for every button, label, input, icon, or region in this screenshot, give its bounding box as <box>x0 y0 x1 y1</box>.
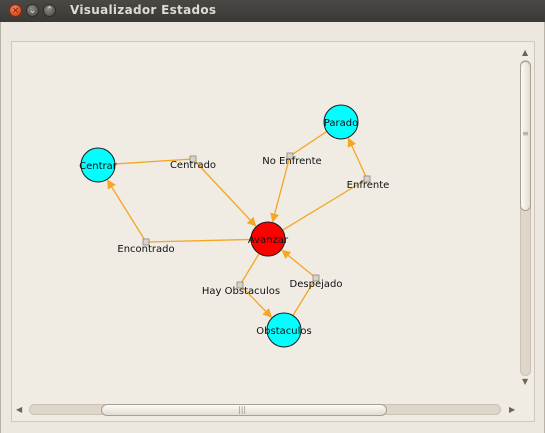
horizontal-scrollbar[interactable]: ◀ ||| ▶ <box>13 403 523 417</box>
edge-centrar-to-box <box>114 158 194 165</box>
transition-label: Hay Obstaculos <box>202 286 280 297</box>
transition-handle[interactable] <box>236 281 244 289</box>
vertical-scroll-track[interactable] <box>520 60 531 376</box>
state-node-obstaculos[interactable] <box>266 312 302 348</box>
window-title: Visualizador Estados <box>70 3 217 17</box>
transition-handle[interactable] <box>286 152 294 160</box>
state-label: Obstaculos <box>256 326 311 337</box>
transition-label: No Enfrente <box>262 156 321 167</box>
edge-avanzar-to-box <box>145 238 252 243</box>
state-label: Avanzar <box>248 235 289 246</box>
edge-avanzar-to-box <box>239 253 260 286</box>
minimize-icon[interactable]: ⌄ <box>26 4 39 17</box>
transition-handle[interactable] <box>363 175 371 183</box>
edge-box-to-avanzar <box>281 249 317 279</box>
transition-label: Enfrente <box>347 180 390 191</box>
state-node-centrar[interactable] <box>80 147 116 183</box>
edge-obstaculos-to-box <box>292 277 317 316</box>
state-label: Centrar <box>79 161 118 172</box>
transition-label: Centrado <box>170 160 216 171</box>
state-node-parado[interactable] <box>323 104 359 140</box>
vertical-scrollbar[interactable]: ▲ ≡ ▼ <box>517 44 534 389</box>
edge-parado-to-box <box>289 130 328 157</box>
transition-handle[interactable] <box>312 274 320 282</box>
edge-box-to-centrar <box>106 179 147 243</box>
transition-handle[interactable] <box>142 238 150 246</box>
edge-avanzar-to-box <box>282 178 368 231</box>
maximize-icon[interactable]: ⌃ <box>43 4 56 17</box>
vertical-scroll-thumb[interactable]: ≡ <box>520 61 531 211</box>
state-node-avanzar[interactable] <box>250 221 286 257</box>
edge-box-to-parado <box>347 137 368 180</box>
state-label: Parado <box>324 118 358 129</box>
vertical-grip-icon: ≡ <box>522 129 529 138</box>
close-icon[interactable]: × <box>9 4 22 17</box>
edge-box-to-obstaculos <box>239 284 273 318</box>
horizontal-grip-icon: ||| <box>238 405 247 414</box>
horizontal-scroll-thumb[interactable]: ||| <box>101 404 387 416</box>
transition-label: Despejado <box>290 279 343 290</box>
title-bar: × ⌄ ⌃ Visualizador Estados <box>0 0 545 23</box>
edge-box-to-avanzar <box>192 158 257 227</box>
transition-handle[interactable] <box>189 155 197 163</box>
scroll-down-arrow-icon[interactable]: ▼ <box>522 377 529 386</box>
edge-box-to-avanzar <box>270 155 291 223</box>
scroll-right-arrow-icon[interactable]: ▶ <box>509 405 516 414</box>
scroll-left-arrow-icon[interactable]: ◀ <box>16 405 23 414</box>
scroll-up-arrow-icon[interactable]: ▲ <box>522 48 529 57</box>
transition-label: Encontrado <box>117 244 174 255</box>
